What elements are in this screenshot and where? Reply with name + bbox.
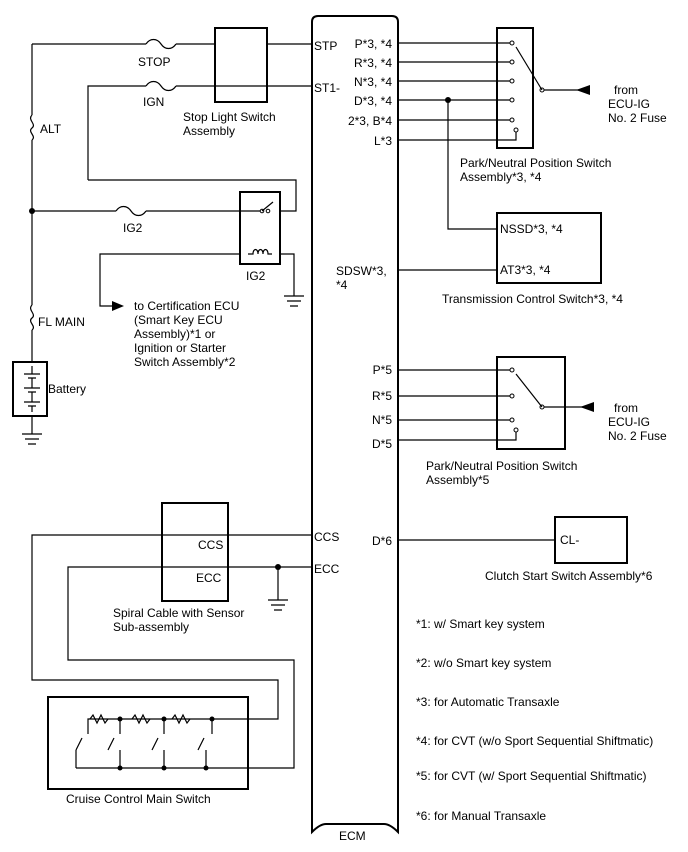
alt-label: ALT [40, 122, 62, 136]
ecm-pin-p34: P*3, *4 [355, 37, 393, 51]
ign-label: IGN [143, 95, 164, 109]
ecm-pin-r34: R*3, *4 [354, 56, 392, 70]
pnp-switch-2-arm [515, 373, 543, 408]
note-5: *5: for CVT (w/ Sport Sequential Shiftma… [416, 769, 647, 783]
ecm-pin-l3: L*3 [374, 134, 392, 148]
ccs-wire [31, 534, 312, 720]
from-ecu-ig-1-line3: No. 2 Fuse [608, 111, 667, 125]
pnp-switch-1-arrow [576, 85, 590, 95]
cert-ecu-wire [99, 253, 240, 307]
ig2-relay-box [239, 191, 281, 265]
ecm-pin-2b: 2*3, B*4 [348, 114, 392, 128]
cert-ecu-label-3: Assembly)*1 or [134, 327, 215, 341]
ecm-pin-n34: N*3, *4 [354, 75, 392, 89]
spiral-cable-box [161, 502, 229, 602]
ig2-relay-switch-arm [261, 201, 274, 212]
note-4: *4: for CVT (w/o Sport Sequential Shiftm… [416, 734, 653, 748]
note-2: *2: w/o Smart key system [416, 656, 551, 670]
note-3: *3: for Automatic Transaxle [416, 695, 560, 709]
cruise-switch-label: Cruise Control Main Switch [66, 792, 211, 806]
transmission-control-switch-box [496, 212, 602, 284]
relay-ground-symbol [284, 295, 304, 307]
from-ecu-ig-1-line2: ECU-IG [608, 97, 650, 111]
stop-fuse-symbol [145, 38, 177, 50]
spiral-ccs-label: CCS [198, 538, 223, 552]
ign-wire [87, 85, 312, 180]
nssd-wire [447, 100, 497, 230]
ig2-relay-coil [248, 248, 272, 255]
alt-fuse-symbol [29, 114, 35, 141]
spiral-cable-label-1: Spiral Cable with Sensor [113, 606, 244, 620]
from-ecu-ig-2-line1: from [614, 401, 638, 415]
ecc-wire [67, 566, 312, 769]
spiral-ecc-label: ECC [196, 571, 222, 585]
ig2-relay-contact-b [265, 208, 271, 214]
clutch-switch-label: Clutch Start Switch Assembly*6 [485, 569, 653, 583]
ig2-relay-label: IG2 [246, 269, 266, 283]
stop-light-switch-label-1: Stop Light Switch [183, 110, 276, 124]
from-ecu-ig-1-line1: from [614, 83, 638, 97]
cl-label: CL- [560, 533, 579, 547]
pnp-switch-1-label-1: Park/Neutral Position Switch [460, 156, 611, 170]
ecm-pin-r5: R*5 [372, 389, 392, 403]
ecm-pin-ccs: CCS [314, 530, 339, 544]
note-6: *6: for Manual Transaxle [416, 809, 546, 823]
ecc-ground-symbol [268, 599, 288, 611]
note-1: *1: w/ Smart key system [416, 617, 545, 631]
ecm-pin-n5: N*5 [372, 413, 392, 427]
spiral-cable-label-2: Sub-assembly [113, 620, 189, 634]
cert-ecu-arrow [112, 301, 124, 311]
ecm-pin-stp: STP [314, 39, 337, 53]
stop-light-switch-label-2: Assembly [183, 124, 235, 138]
ign-relay-feed-wire [88, 179, 297, 212]
pnp-switch-2-pins [398, 367, 519, 441]
cert-ecu-label-1: to Certification ECU [134, 299, 239, 313]
from-ecu-ig-2-line2: ECU-IG [608, 415, 650, 429]
fl-main-fuse-symbol [29, 304, 35, 331]
ecm-box [311, 15, 399, 835]
battery-label: Battery [48, 382, 86, 396]
ig2-relay-ground-wire [280, 253, 295, 296]
pnp-switch-2-box [496, 356, 566, 450]
cert-ecu-label-5: Switch Assembly*2 [134, 355, 236, 369]
pnp-switch-1-label-2: Assembly*3, *4 [460, 170, 542, 184]
battery-box [12, 361, 48, 417]
ig2-relay-contact-a [259, 208, 265, 214]
cert-ecu-label-4: Ignition or Starter [134, 341, 226, 355]
ign-fuse-symbol [145, 80, 177, 92]
pnp-switch-2-label-2: Assembly*5 [426, 473, 490, 487]
ig2-fuse-label: IG2 [123, 221, 143, 235]
fl-main-label: FL MAIN [38, 315, 85, 329]
ecm-pin-sdsw-1: SDSW*3, [336, 264, 387, 278]
pnp-switch-1-arm [515, 46, 543, 91]
ecm-pin-sdsw-2: *4 [336, 278, 348, 292]
clutch-switch-box [554, 516, 628, 564]
stop-label: STOP [138, 55, 170, 69]
ig2-fuse-symbol [115, 205, 147, 217]
ecm-pin-d6: D*6 [372, 534, 392, 548]
pnp-switch-2-label-1: Park/Neutral Position Switch [426, 459, 577, 473]
cruise-switch-box [47, 696, 249, 790]
ecm-pin-d34: D*3, *4 [354, 94, 392, 108]
ecm-pin-st1: ST1- [314, 81, 340, 95]
cert-ecu-label-2: (Smart Key ECU [134, 313, 223, 327]
cruise-switch-network [75, 713, 248, 771]
battery-cells [24, 366, 40, 412]
from-ecu-ig-2-line3: No. 2 Fuse [608, 429, 667, 443]
pnp-switch-1-box [496, 27, 534, 149]
pnp-switch-2-arrow [580, 402, 594, 412]
transmission-control-switch-label: Transmission Control Switch*3, *4 [442, 292, 623, 306]
at3-label: AT3*3, *4 [500, 263, 551, 277]
ecm-label: ECM [339, 829, 366, 843]
ecm-pin-d5: D*5 [372, 437, 392, 451]
ecm-pin-p5: P*5 [373, 363, 393, 377]
battery-ground-symbol [22, 433, 42, 445]
pnp-switch-1-pins [398, 40, 519, 141]
ecm-pin-ecc: ECC [314, 562, 340, 576]
stop-light-switch-box [214, 27, 268, 103]
nssd-label: NSSD*3, *4 [500, 222, 563, 236]
